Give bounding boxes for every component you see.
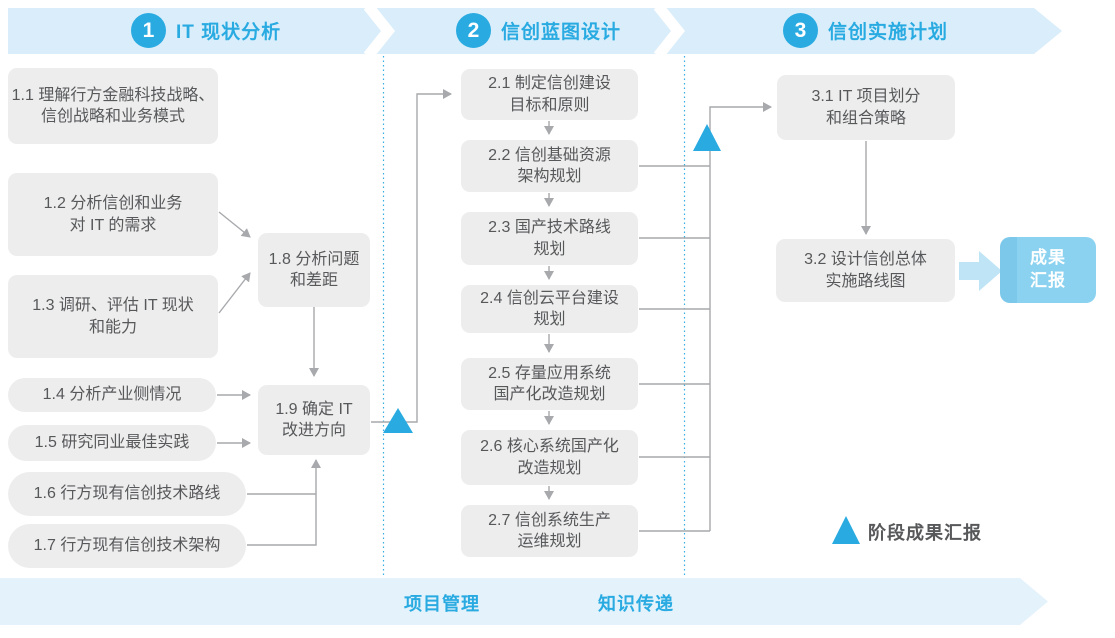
step-box-2-6: 2.6 核心系统国产化 改造规划 [461,430,638,485]
footer-knowledge-transfer-label: 知识传递 [598,594,674,614]
result-arrow-icon [959,251,1002,291]
step-box-1-3: 1.3 调研、评估 IT 现状 和能力 [8,275,218,358]
step-box-2-3: 2.3 国产技术路线 规划 [461,212,638,265]
step-box-1-4: 1.4 分析产业侧情况 [8,378,216,412]
phase2-header: 2 信创蓝图设计 [456,13,621,48]
connector-1-3-to-1-8 [218,272,251,314]
step-box-2-5: 2.5 存量应用系统 国产化改造规划 [461,358,638,410]
step-box-1-1: 1.1 理解行方金融科技战略、 信创战略和业务模式 [8,68,218,144]
phase3-header: 3 信创实施计划 [783,13,948,48]
step-box-2-1: 2.1 制定信创建设 目标和原则 [461,69,638,120]
legend-label: 阶段成果汇报 [868,523,982,543]
footer-arrow-band [0,578,1048,625]
step-box-1-8: 1.8 分析问题 和差距 [258,233,370,307]
step-box-1-6: 1.6 行方现有信创技术路线 [8,472,246,516]
footer-project-management-label: 项目管理 [404,594,480,614]
step-box-2-4: 2.4 信创云平台建设 规划 [461,285,638,333]
step-box-1-7: 1.7 行方现有信创技术架构 [8,524,246,568]
phase-separator-chevron-2 [653,2,686,60]
phase1-header: 1 IT 现状分析 [131,13,281,48]
step-box-1-5: 1.5 研究同业最佳实践 [8,425,216,461]
phase-separator-chevron-1 [363,2,396,60]
connector-1-9-to-2-1 [371,89,452,423]
phase2-number-badge: 2 [456,13,491,48]
phase3-title: 信创实施计划 [828,22,949,43]
legend-triangle-icon [832,516,860,544]
step-box-3-2: 3.2 设计信创总体 实施路线图 [776,239,955,302]
step-box-2-2: 2.2 信创基础资源 架构规划 [461,140,638,192]
connector-1-2-to-1-8 [218,211,251,238]
milestone-triangle-phase2-icon [693,124,721,151]
phase2-title: 信创蓝图设计 [501,22,622,43]
step-box-1-2: 1.2 分析信创和业务 对 IT 的需求 [8,173,218,256]
phase1-title: IT 现状分析 [176,22,282,43]
step-box-1-9: 1.9 确定 IT 改进方向 [258,385,370,455]
step-box-3-1: 3.1 IT 项目划分 和组合策略 [777,75,955,140]
connector-1-7-to-1-9 [247,459,321,546]
connector-rail-to-3-1 [709,102,772,531]
step-box-2-7: 2.7 信创系统生产 运维规划 [461,505,638,557]
phase1-number-badge: 1 [131,13,166,48]
milestone-triangle-phase1-icon [383,408,413,433]
phase3-number-badge: 3 [783,13,818,48]
result-report-box: 成果 汇报 [1000,237,1096,303]
